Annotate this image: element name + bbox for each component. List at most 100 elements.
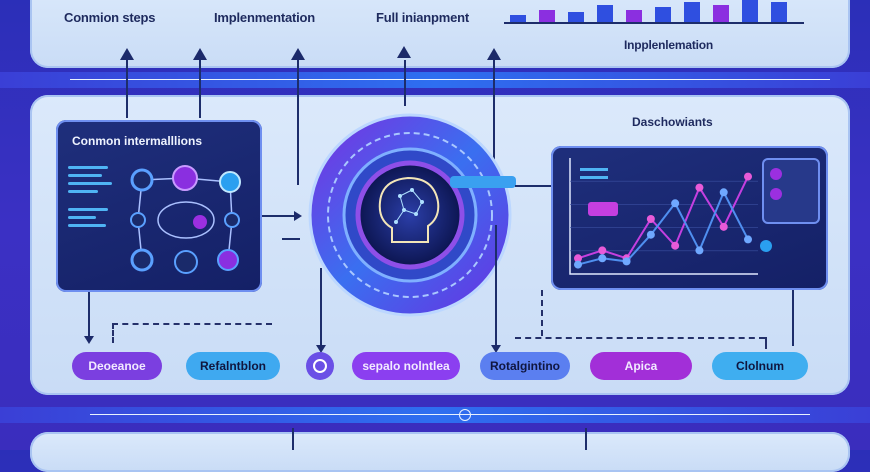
text-line bbox=[68, 166, 108, 169]
series-point bbox=[744, 172, 752, 181]
arrow-down-icon bbox=[84, 336, 94, 344]
arrow-up-4 bbox=[397, 46, 411, 58]
bottom-panel bbox=[30, 432, 850, 472]
top-bar-axis bbox=[504, 22, 804, 24]
ring-icon bbox=[313, 359, 327, 373]
step-pill-5[interactable]: Rotalgintino bbox=[480, 352, 570, 380]
dashed-connector bbox=[112, 323, 272, 325]
connector-1 bbox=[126, 60, 128, 118]
step-pill-4[interactable]: sepalo nolntlea bbox=[352, 352, 460, 380]
series-point bbox=[695, 183, 704, 192]
arrow-down-icon bbox=[491, 345, 501, 353]
arrow-up-2 bbox=[193, 48, 207, 60]
step-pill-1[interactable]: Deoeanoe bbox=[72, 352, 162, 380]
chart-side-dot bbox=[760, 240, 772, 252]
text-line bbox=[68, 224, 106, 227]
connector-band-bottom bbox=[0, 407, 870, 423]
network-node bbox=[193, 215, 207, 229]
chart-axis bbox=[569, 158, 758, 275]
arrow-up-1 bbox=[120, 48, 134, 60]
band-line-top bbox=[70, 79, 830, 80]
series-point bbox=[671, 241, 680, 250]
connector-pill-right bbox=[792, 290, 794, 346]
series-point bbox=[598, 254, 607, 263]
step-pill-6[interactable]: Apica bbox=[590, 352, 692, 380]
arrow-down-icon bbox=[316, 345, 326, 353]
step-pill-2[interactable]: Refalntblon bbox=[186, 352, 280, 380]
central-ai-ring bbox=[308, 113, 516, 317]
band-line-bottom bbox=[90, 414, 810, 415]
connector-pill-1 bbox=[88, 292, 90, 336]
text-line bbox=[68, 208, 108, 211]
top-bar bbox=[597, 5, 613, 22]
arrow-line-left bbox=[262, 215, 298, 217]
top-bar bbox=[510, 15, 526, 22]
text-line bbox=[68, 182, 112, 185]
arrow-up-3 bbox=[291, 48, 305, 60]
top-bar bbox=[771, 2, 787, 22]
series-line bbox=[577, 176, 749, 260]
series-point bbox=[646, 215, 655, 223]
series-point bbox=[622, 257, 631, 266]
right-label: Daschowiants bbox=[632, 115, 713, 129]
connector-4 bbox=[404, 60, 406, 106]
connector-bottom-1 bbox=[292, 428, 294, 450]
step-pill-3-icon[interactable] bbox=[306, 352, 334, 380]
arrow-line-right bbox=[515, 185, 553, 187]
step-pill-7[interactable]: Clolnum bbox=[712, 352, 808, 380]
line-chart bbox=[569, 158, 758, 275]
top-label-2: Implenmentation bbox=[214, 10, 316, 25]
dashed-connector bbox=[541, 290, 543, 336]
network-node bbox=[172, 165, 198, 191]
dashed-connector bbox=[112, 323, 114, 343]
top-bar bbox=[713, 5, 729, 22]
network-node bbox=[130, 248, 154, 272]
network-node bbox=[224, 212, 240, 228]
top-bar bbox=[684, 2, 700, 22]
chart-side-dot bbox=[770, 168, 782, 180]
text-line bbox=[68, 216, 96, 219]
top-bar bbox=[655, 7, 671, 22]
top-label-1: Conmion steps bbox=[64, 10, 156, 25]
series-line bbox=[577, 189, 749, 266]
top-bar bbox=[568, 12, 584, 22]
connector-pill-3 bbox=[320, 268, 322, 346]
top-bar-chart bbox=[504, 0, 810, 24]
connector-3 bbox=[297, 60, 299, 185]
arrow-line-left-2 bbox=[282, 238, 300, 240]
left-card-title: Conmon intermalllions bbox=[72, 134, 203, 148]
connector-pill-5 bbox=[495, 225, 497, 345]
series-point bbox=[598, 246, 607, 255]
top-right-label: Inpplenlemation bbox=[624, 38, 714, 52]
arrow-up-5 bbox=[487, 48, 501, 60]
connector-bottom-2 bbox=[585, 428, 587, 450]
top-bar bbox=[539, 10, 555, 22]
head-icon bbox=[378, 176, 440, 243]
network-node bbox=[219, 171, 241, 193]
series-point bbox=[646, 230, 655, 239]
node-network bbox=[130, 165, 241, 274]
series-point bbox=[744, 235, 752, 244]
series-point bbox=[574, 260, 582, 269]
network-node bbox=[130, 168, 154, 192]
top-label-3: Full inianpment bbox=[376, 10, 470, 25]
top-bar bbox=[742, 0, 758, 22]
band-circle-icon bbox=[459, 409, 471, 421]
connector-2 bbox=[199, 60, 201, 118]
series-point bbox=[719, 188, 728, 197]
network-node bbox=[174, 250, 198, 274]
series-point bbox=[671, 199, 680, 208]
arrow-right-icon bbox=[294, 211, 302, 221]
series-point bbox=[719, 222, 728, 231]
text-line bbox=[68, 190, 98, 193]
series-point bbox=[695, 246, 704, 255]
top-bar bbox=[626, 10, 642, 22]
connector-5 bbox=[493, 60, 495, 164]
network-node bbox=[130, 212, 146, 228]
chart-text-line bbox=[580, 176, 608, 179]
chart-side-dot bbox=[770, 188, 782, 200]
connector-band-top bbox=[0, 72, 870, 88]
series-point bbox=[574, 254, 582, 263]
network-node bbox=[217, 249, 239, 271]
dashed-connector bbox=[515, 337, 765, 339]
